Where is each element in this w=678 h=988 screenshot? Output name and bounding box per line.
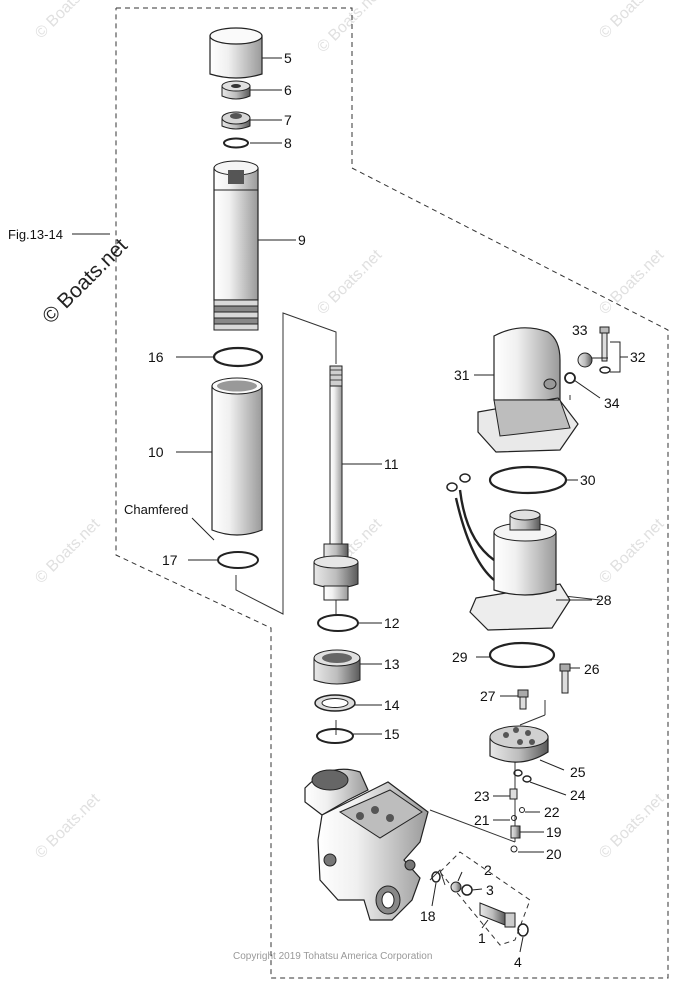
callout-23: 23 (474, 788, 490, 804)
part-21-ball (511, 815, 517, 821)
part-24-oring (513, 769, 523, 777)
leader-line (610, 341, 621, 373)
callout-2: 2 (484, 862, 492, 878)
callout-25: 25 (570, 764, 586, 780)
callout-24: 24 (570, 787, 586, 803)
part-27-plug (517, 689, 529, 710)
callout-34: 34 (604, 395, 620, 411)
part-2-plug (450, 881, 462, 893)
callout-28: 28 (596, 592, 612, 608)
part-14-ring (314, 694, 356, 712)
callout-7: 7 (284, 112, 292, 128)
callout-16: 16 (148, 349, 164, 365)
part-25-valve-body (489, 725, 549, 763)
part-18-oring (431, 871, 441, 883)
pump-housing (304, 768, 429, 921)
part-7-washer (221, 111, 251, 130)
callout-32: 32 (630, 349, 646, 365)
part-23-spring (509, 788, 518, 800)
connector-line (519, 714, 546, 726)
part-5-cap (209, 27, 263, 79)
callout-17: 17 (162, 552, 178, 568)
part-30-oring (488, 465, 568, 495)
callout-3: 3 (486, 882, 494, 898)
callout-30: 30 (580, 472, 596, 488)
callout-13: 13 (384, 656, 400, 672)
part-28-motor (446, 473, 571, 631)
leader-line (457, 871, 463, 882)
leader-line (573, 379, 601, 399)
callout-11: 11 (384, 456, 399, 472)
connector-line (429, 809, 516, 843)
connector-line (429, 869, 446, 886)
part-1-valve (479, 902, 516, 928)
callout-8: 8 (284, 135, 292, 151)
callout-12: 12 (384, 615, 400, 631)
part-10-sleeve (211, 377, 263, 536)
part-11-rod (313, 365, 359, 601)
part-13-seal (313, 649, 361, 685)
leader-line (481, 919, 489, 929)
callout-15: 15 (384, 726, 400, 742)
callout-9: 9 (298, 232, 306, 248)
part-6-nut (221, 80, 251, 100)
part-29-oring (488, 641, 556, 669)
connector-line (235, 312, 337, 615)
callout-31: 31 (454, 367, 470, 383)
part-26-bolt (559, 663, 571, 694)
part-16-oring (212, 346, 264, 368)
callout-10: 10 (148, 444, 164, 460)
part-22-ball (519, 807, 525, 813)
part-8-oring (223, 137, 249, 149)
callout-21: 21 (474, 812, 490, 828)
leader-line (471, 888, 483, 891)
part-34-oring (564, 372, 576, 384)
part-17-oring (217, 551, 259, 569)
part-4-oring (517, 923, 529, 937)
part-33-plug (577, 352, 593, 368)
callout-5: 5 (284, 50, 292, 66)
dashed-boundary (115, 7, 669, 979)
part-12-oring (317, 614, 359, 632)
callout-14: 14 (384, 697, 400, 713)
callout-26: 26 (584, 661, 600, 677)
callout-6: 6 (284, 82, 292, 98)
figure-reference: Fig.13-14 (8, 227, 63, 242)
callout-27: 27 (480, 688, 496, 704)
callout-19: 19 (546, 824, 562, 840)
callout-4: 4 (514, 954, 522, 970)
part-15-oring (316, 728, 354, 744)
callout-1: 1 (478, 930, 486, 946)
leader-line (191, 517, 215, 541)
chamfered-note: Chamfered (124, 502, 189, 517)
leader-line (431, 882, 437, 907)
copyright-text: Copyright 2019 Tohatsu America Corporati… (233, 951, 433, 962)
part-9-cylinder (213, 160, 259, 331)
part-31-motor-cover (477, 327, 579, 453)
leader-line (519, 936, 524, 953)
callout-20: 20 (546, 846, 562, 862)
part-24-oring (522, 775, 532, 783)
callout-29: 29 (452, 649, 468, 665)
callout-22: 22 (544, 804, 560, 820)
part-3-oring (461, 884, 473, 896)
callout-33: 33 (572, 322, 588, 338)
callout-18: 18 (420, 908, 436, 924)
part-19-valve (510, 825, 521, 839)
leader-line (529, 781, 567, 796)
leader-line (539, 759, 565, 771)
part-32-bolt (599, 326, 611, 374)
part-20-ball (510, 845, 518, 853)
